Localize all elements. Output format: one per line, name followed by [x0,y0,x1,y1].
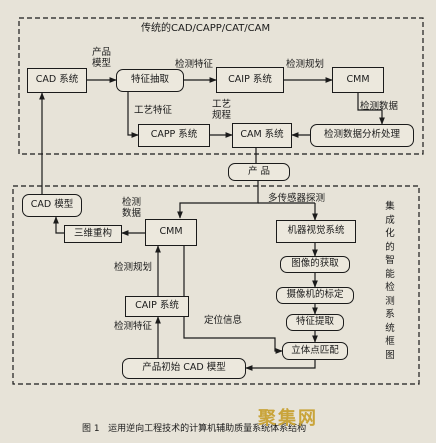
watermark-logo: 聚集网 [258,408,318,429]
label-inspection-plan-top: 检测规划 [286,59,325,70]
label-process-feature: 工艺特征 [134,105,173,116]
arrow-cmm-position-to-match [183,246,283,354]
label-inspection-data-bottom: 检测 数据 [122,197,142,219]
cmm-top-box: CMM [332,67,384,93]
arrow-match-to-initial-cad [245,360,316,371]
figure-caption: 图 1 运用逆向工程技术的计算机辅助质量系统体系结构 [82,424,307,434]
label-process-plan: 工艺 规程 [212,99,232,121]
image-acquire-box: 图像的获取 [280,256,350,273]
cmm-bottom-box: CMM [145,219,197,246]
product-box: 产 品 [228,163,290,181]
initial-cad-model-box: 产品初始 CAD 模型 [122,358,246,379]
stereo-match-box: 立体点匹配 [282,342,348,360]
arrow-reconstruction-to-cad [53,216,64,234]
feature-extract-bottom-box: 特征提取 [286,314,344,331]
label-inspection-data-top: 检测数据 [360,101,399,112]
caip-system-bottom-box: CAIP 系统 [125,296,189,317]
cad-system-box: CAD 系统 [27,68,87,93]
label-multi-sensor: 多传感器探测 [268,193,326,204]
feature-extract-box: 特征抽取 [116,69,184,92]
top-section-frame [18,17,424,155]
arrow-cmm-to-analysis [357,92,385,125]
camera-calib-box: 摄像机的标定 [276,287,354,304]
top-section-title: 传统的CAD/CAPP/CAT/CAM [141,23,271,34]
reconstruction-3d-box: 三维重构 [64,225,122,243]
label-product-model: 产品 模型 [92,47,112,69]
bottom-section-frame [12,185,420,385]
label-inspection-feature-bottom: 检测特征 [114,321,153,332]
label-inspection-feature-top: 检测特征 [175,59,214,70]
inspection-analysis-box: 检测数据分析处理 [310,124,414,147]
caip-system-box: CAIP 系统 [216,67,284,93]
arrow-product-to-sensors [177,181,259,219]
machine-vision-box: 机器视觉系统 [276,220,356,243]
capp-system-box: CAPP 系统 [138,124,210,147]
label-position-info: 定位信息 [204,315,243,326]
label-inspection-plan-bottom: 检测规划 [114,262,153,273]
bottom-section-side-title: 集成化的智能检测系统框图 [385,201,395,361]
cad-model-box: CAD 模型 [22,194,82,217]
arrow-feature-to-capp [127,92,139,138]
cam-system-box: CAM 系统 [232,123,292,148]
